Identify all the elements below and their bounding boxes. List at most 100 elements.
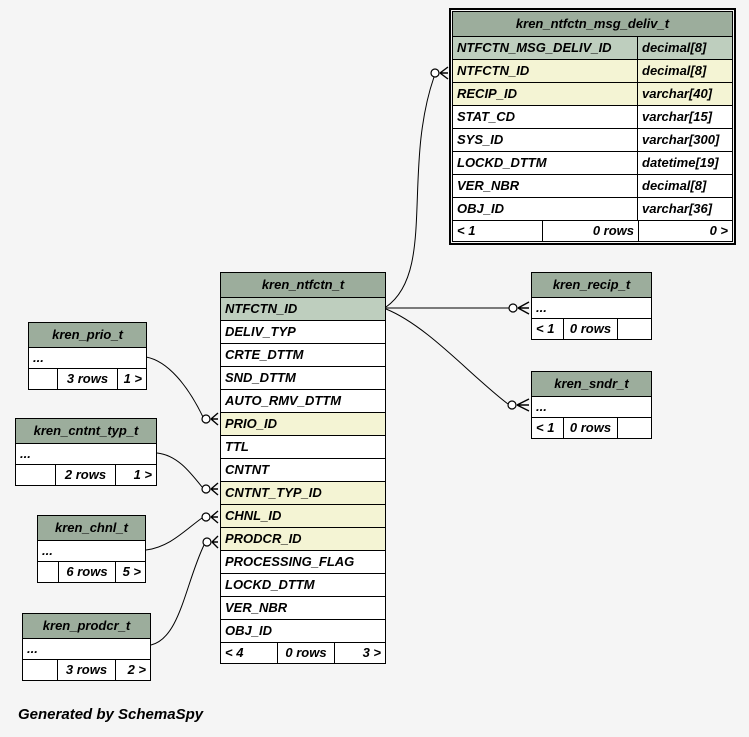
table-title: kren_ntfctn_msg_deliv_t (453, 12, 732, 37)
column-row: ... (23, 639, 150, 660)
row-count: 2 rows (56, 465, 116, 485)
fk-in-count (29, 369, 58, 389)
column-name: SND_DTTM (225, 370, 296, 385)
zero-or-many-icon (430, 66, 449, 80)
column-name: NTFCTN_ID (457, 63, 530, 78)
column-name: OBJ_ID (225, 623, 272, 638)
column-type: decimal[8] (637, 60, 732, 82)
column-row: OBJ_ID varchar[36] (453, 198, 732, 221)
column-name: LOCKD_DTTM (457, 155, 547, 170)
column-row: VER_NBR (221, 597, 385, 620)
column-row: ... (16, 444, 156, 465)
table-footer: < 4 0 rows 3 > (221, 643, 385, 663)
column-type: varchar[40] (637, 83, 732, 105)
column-row: NTFCTN_ID decimal[8] (453, 60, 732, 83)
table-title: kren_chnl_t (38, 516, 145, 541)
table-kren-ntfctn-msg-deliv-t[interactable]: kren_ntfctn_msg_deliv_t NTFCTN_MSG_DELIV… (449, 8, 736, 245)
fk-out-count: 2 > (127, 662, 146, 677)
column-row: PRODCR_ID (221, 528, 385, 551)
table-title: kren_ntfctn_t (221, 273, 385, 298)
column-type: varchar[36] (637, 198, 732, 220)
column-row: CHNL_ID (221, 505, 385, 528)
table-kren-cntnt-typ-t[interactable]: kren_cntnt_typ_t ... 2 rows 1 > (15, 418, 157, 486)
table-kren-chnl-t[interactable]: kren_chnl_t ... 6 rows 5 > (37, 515, 146, 583)
table-kren-ntfctn-t[interactable]: kren_ntfctn_t NTFCTN_ID DELIV_TYP CRTE_D… (220, 272, 386, 664)
fk-in-count (38, 562, 59, 582)
relationship-line-chnl-to-ntfctn (145, 517, 203, 551)
zero-or-many-icon (507, 398, 530, 412)
fk-out-count (618, 319, 651, 339)
column-row: NTFCTN_ID (221, 298, 385, 321)
table-footer: < 1 0 rows (532, 418, 651, 438)
fk-in-count (23, 660, 58, 680)
column-name: CNTNT (225, 462, 270, 477)
relationship-line-prodcr-to-ntfctn (150, 544, 205, 646)
column-name: NTFCTN_MSG_DELIV_ID (457, 40, 612, 55)
column-name: OBJ_ID (457, 201, 504, 216)
row-count: 0 rows (564, 319, 618, 339)
relationship-line-ntfctn-to-sndr (385, 308, 509, 405)
column-type: varchar[15] (637, 106, 732, 128)
table-kren-prodcr-t[interactable]: kren_prodcr_t ... 3 rows 2 > (22, 613, 151, 681)
column-row: DELIV_TYP (221, 321, 385, 344)
fk-out-count: 1 > (133, 467, 152, 482)
table-kren-recip-t[interactable]: kren_recip_t ... < 1 0 rows (531, 272, 652, 340)
column-name: PRIO_ID (225, 416, 278, 431)
table-footer: 2 rows 1 > (16, 465, 156, 485)
hidden-columns-ellipsis: ... (27, 641, 38, 656)
column-name: RECIP_ID (457, 86, 517, 101)
row-count: 0 rows (564, 418, 618, 438)
column-row: ... (29, 348, 146, 369)
fk-out-count (618, 418, 651, 438)
column-row: ... (38, 541, 145, 562)
fk-in-count: < 1 (532, 319, 564, 339)
column-name: TTL (225, 439, 249, 454)
column-row: CNTNT_TYP_ID (221, 482, 385, 505)
column-row: CRTE_DTTM (221, 344, 385, 367)
column-row: CNTNT (221, 459, 385, 482)
table-footer: 3 rows 2 > (23, 660, 150, 680)
column-name: DELIV_TYP (225, 324, 296, 339)
column-row: RECIP_ID varchar[40] (453, 83, 732, 106)
column-name: CHNL_ID (225, 508, 282, 523)
column-row: NTFCTN_MSG_DELIV_ID decimal[8] (453, 37, 732, 60)
fk-in-count (16, 465, 56, 485)
table-footer: 3 rows 1 > (29, 369, 146, 389)
column-name: VER_NBR (225, 600, 288, 615)
table-kren-prio-t[interactable]: kren_prio_t ... 3 rows 1 > (28, 322, 147, 390)
column-type: decimal[8] (637, 175, 732, 197)
column-type: varchar[300] (637, 129, 732, 151)
relationship-line-prio-to-ntfctn (145, 356, 204, 418)
column-name: AUTO_RMV_DTTM (225, 393, 342, 408)
column-name: PROCESSING_FLAG (225, 554, 355, 569)
column-row: TTL (221, 436, 385, 459)
column-type: decimal[8] (637, 37, 732, 59)
table-title: kren_prio_t (29, 323, 146, 348)
fk-out-count: 1 > (123, 371, 142, 386)
table-kren-sndr-t[interactable]: kren_sndr_t ... < 1 0 rows (531, 371, 652, 439)
hidden-columns-ellipsis: ... (20, 446, 31, 461)
row-count: 3 rows (58, 369, 118, 389)
fk-out-count: 0 > (709, 223, 728, 238)
column-row: ... (532, 298, 651, 319)
column-row: SND_DTTM (221, 367, 385, 390)
zero-or-many-icon (201, 510, 219, 524)
column-row: LOCKD_DTTM datetime[19] (453, 152, 732, 175)
fk-in-count: < 1 (453, 221, 543, 241)
column-row: VER_NBR decimal[8] (453, 175, 732, 198)
row-count: 3 rows (58, 660, 116, 680)
fk-in-count: < 4 (221, 643, 278, 663)
column-row: PROCESSING_FLAG (221, 551, 385, 574)
hidden-columns-ellipsis: ... (42, 543, 53, 558)
hidden-columns-ellipsis: ... (536, 399, 547, 414)
zero-or-many-icon (508, 301, 530, 315)
column-name: LOCKD_DTTM (225, 577, 315, 592)
hidden-columns-ellipsis: ... (33, 350, 44, 365)
table-title: kren_sndr_t (532, 372, 651, 397)
column-name: SYS_ID (457, 132, 504, 147)
column-name: NTFCTN_ID (225, 301, 298, 316)
column-name: CRTE_DTTM (225, 347, 304, 362)
row-count: 6 rows (59, 562, 116, 582)
